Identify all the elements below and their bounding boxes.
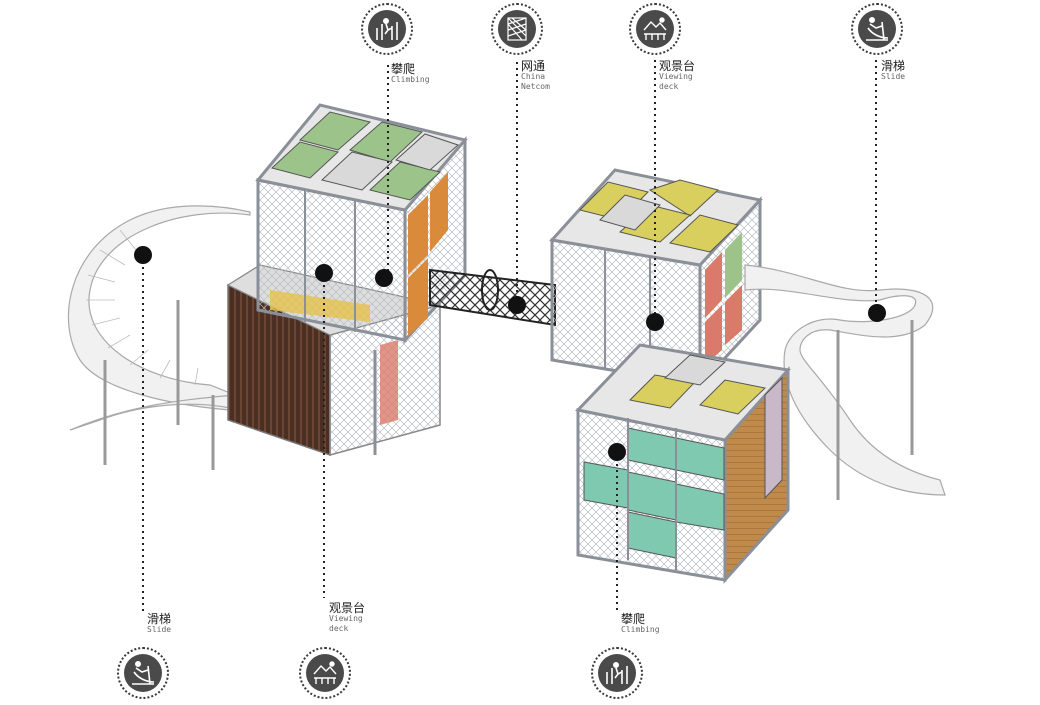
viewing-deck-icon bbox=[643, 17, 667, 40]
label-en: Climbing bbox=[391, 75, 430, 84]
marker-climbing-top bbox=[375, 269, 393, 287]
label-cn: 滑梯 bbox=[147, 612, 172, 626]
marker-netcom-top bbox=[508, 296, 526, 314]
marker-climbing-bottom bbox=[608, 443, 626, 461]
label-cn: 观景台 bbox=[659, 59, 696, 73]
marker-viewing-bottom bbox=[315, 264, 333, 282]
label-cn: 观景台 bbox=[329, 601, 366, 615]
climbing-icon bbox=[376, 18, 398, 40]
viewing-bottom-badge bbox=[299, 647, 351, 699]
viewing-top-badge bbox=[629, 3, 681, 55]
label-cn: 攀爬 bbox=[621, 612, 646, 626]
marker-slide-bottom bbox=[134, 246, 152, 264]
label-en: deck bbox=[659, 82, 679, 91]
slide-icon bbox=[866, 16, 889, 41]
net-tunnel bbox=[429, 268, 556, 327]
label-en: Climbing bbox=[621, 625, 660, 634]
label-en: deck bbox=[329, 624, 349, 633]
label-en: Slide bbox=[147, 625, 172, 634]
label-cn: 网通 bbox=[521, 59, 546, 73]
marker-viewing-top bbox=[646, 313, 664, 331]
label-slide-top: 滑梯 Slide bbox=[881, 60, 905, 82]
label-viewing-bottom: 观景台 Viewing deck bbox=[329, 602, 365, 634]
label-en: Slide bbox=[881, 72, 906, 81]
label-en: Viewing bbox=[659, 72, 693, 81]
climbing-bottom-badge bbox=[591, 647, 643, 699]
label-en: Viewing bbox=[329, 614, 363, 623]
climbing-icon bbox=[606, 662, 628, 684]
label-en: China bbox=[521, 72, 546, 81]
marker-slide-top bbox=[868, 304, 886, 322]
label-en: Netcom bbox=[521, 82, 550, 91]
netcom-top-badge bbox=[491, 3, 543, 55]
right-lower-cube bbox=[575, 343, 791, 584]
label-viewing-top: 观景台 Viewing deck bbox=[659, 60, 695, 92]
label-netcom-top: 网通 China Netcom bbox=[521, 60, 550, 92]
slide-icon bbox=[132, 660, 155, 685]
right-slide bbox=[744, 264, 946, 500]
left-slide bbox=[67, 205, 251, 470]
label-climbing-top: 攀爬 Climbing bbox=[391, 63, 430, 85]
label-cn: 滑梯 bbox=[881, 59, 906, 73]
climbing-top-badge bbox=[361, 3, 413, 55]
label-climbing-bottom: 攀爬 Climbing bbox=[621, 613, 660, 635]
left-upper-cube bbox=[255, 103, 468, 344]
net-icon bbox=[507, 17, 527, 41]
slide-top-badge bbox=[851, 3, 903, 55]
slide-bottom-badge bbox=[117, 647, 169, 699]
viewing-deck-icon bbox=[313, 661, 337, 684]
label-cn: 攀爬 bbox=[391, 62, 416, 76]
label-slide-bottom: 滑梯 Slide bbox=[147, 613, 171, 635]
